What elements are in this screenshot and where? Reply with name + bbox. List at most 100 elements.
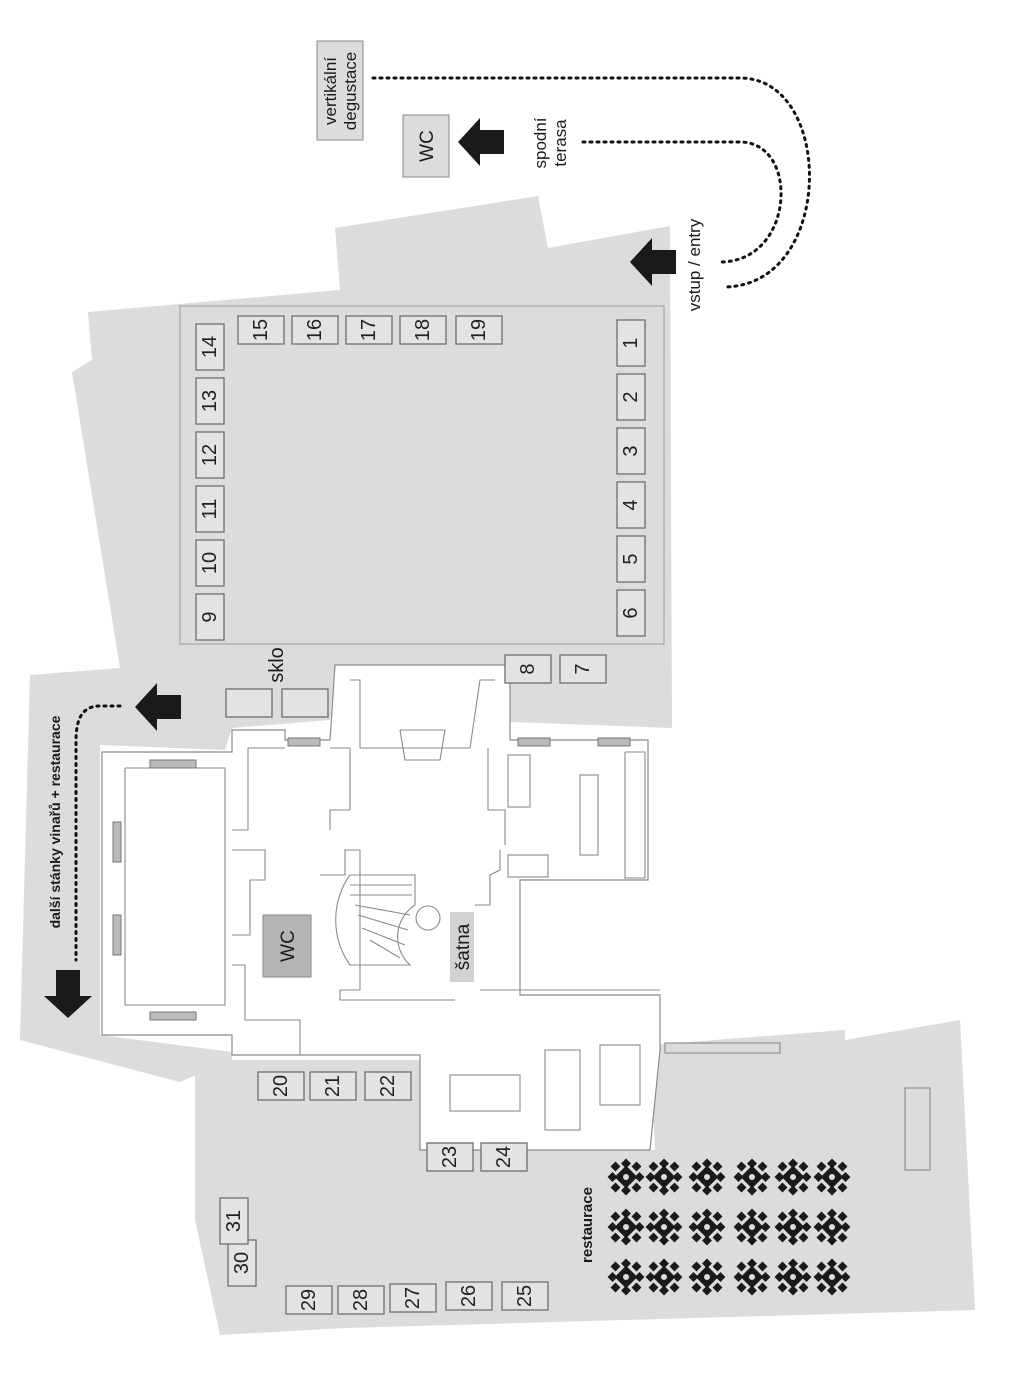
booth-6: 6 bbox=[616, 589, 646, 637]
table-with-chairs-icon bbox=[688, 1258, 726, 1296]
booth-3: 3 bbox=[616, 427, 646, 475]
booth-number: 25 bbox=[514, 1285, 536, 1307]
booth-number: 19 bbox=[468, 319, 490, 341]
booth-number: 6 bbox=[620, 607, 642, 618]
booth-number: 9 bbox=[199, 611, 221, 622]
booth-5: 5 bbox=[616, 535, 646, 583]
booth-16: 16 bbox=[291, 315, 339, 345]
booth-25: 25 bbox=[501, 1281, 549, 1311]
booth-18: 18 bbox=[399, 315, 447, 345]
arrow-down-icon bbox=[44, 970, 92, 1018]
booth-1: 1 bbox=[616, 319, 646, 367]
table-with-chairs-icon bbox=[774, 1158, 812, 1196]
booth-13: 13 bbox=[195, 377, 225, 425]
table-with-chairs-icon bbox=[733, 1208, 771, 1246]
cloakroom-label: šatna bbox=[453, 923, 474, 970]
booth-number: 20 bbox=[270, 1075, 292, 1097]
booth-number: 24 bbox=[493, 1146, 515, 1168]
booth-24: 24 bbox=[480, 1142, 528, 1172]
booth-23: 23 bbox=[426, 1142, 474, 1172]
table-with-chairs-icon bbox=[607, 1158, 645, 1196]
booth-10: 10 bbox=[195, 539, 225, 587]
booth-21: 21 bbox=[309, 1071, 357, 1101]
booth-number: 29 bbox=[298, 1289, 320, 1311]
booth-number: 13 bbox=[199, 390, 221, 412]
vertical-tasting-label-1: vertikální bbox=[321, 57, 340, 125]
glass-stand bbox=[225, 688, 329, 718]
table-with-chairs-icon bbox=[813, 1258, 851, 1296]
lower-terrace-label-2: terasa bbox=[551, 119, 570, 167]
booth-number: 12 bbox=[199, 444, 221, 466]
booth-number: 26 bbox=[458, 1285, 480, 1307]
table-with-chairs-icon bbox=[733, 1258, 771, 1296]
booth-number: 22 bbox=[377, 1075, 399, 1097]
booth-7: 7 bbox=[559, 654, 607, 684]
glass-label: sklo bbox=[266, 647, 288, 683]
booth-number: 30 bbox=[231, 1252, 253, 1274]
table-with-chairs-icon bbox=[607, 1258, 645, 1296]
wc-inner-box: WC bbox=[262, 914, 312, 978]
table-with-chairs-icon bbox=[688, 1208, 726, 1246]
table-with-chairs-icon bbox=[645, 1158, 683, 1196]
booth-9: 9 bbox=[195, 593, 225, 641]
booth-number: 3 bbox=[620, 445, 642, 456]
booth-19: 19 bbox=[455, 315, 503, 345]
booth-2: 2 bbox=[616, 373, 646, 421]
booth-number: 11 bbox=[199, 499, 221, 520]
booth-4: 4 bbox=[616, 481, 646, 529]
booth-20: 20 bbox=[257, 1071, 305, 1101]
booth-30: 30 bbox=[227, 1239, 257, 1287]
booth-number: 21 bbox=[322, 1075, 344, 1097]
vertical-tasting-label-2: degustace bbox=[341, 52, 360, 130]
booth-number: 4 bbox=[620, 499, 642, 510]
table-with-chairs-icon bbox=[688, 1158, 726, 1196]
building-interior bbox=[101, 664, 931, 1171]
wc-top-label: WC bbox=[417, 130, 438, 162]
arrow-left-icon bbox=[458, 118, 504, 166]
booth-31: 31 bbox=[219, 1197, 249, 1245]
vertical-tasting-box: vertikální degustace bbox=[316, 40, 364, 141]
booth-27: 27 bbox=[389, 1283, 437, 1313]
wc-inner-label: WC bbox=[278, 930, 299, 962]
booth-29: 29 bbox=[285, 1285, 333, 1315]
table-with-chairs-icon bbox=[774, 1208, 812, 1246]
booth-number: 2 bbox=[620, 391, 642, 402]
cloakroom-box: šatna bbox=[450, 912, 474, 982]
booth-number: 1 bbox=[620, 337, 642, 348]
booth-11: 11 bbox=[195, 485, 225, 533]
table-with-chairs-icon bbox=[774, 1258, 812, 1296]
table-with-chairs-icon bbox=[733, 1158, 771, 1196]
table-with-chairs-icon bbox=[645, 1208, 683, 1246]
entry-label: vstup / entry bbox=[685, 218, 704, 311]
booth-number: 10 bbox=[199, 552, 221, 574]
booth-26: 26 bbox=[445, 1281, 493, 1311]
booth-12: 12 bbox=[195, 431, 225, 479]
booth-number: 18 bbox=[412, 319, 434, 341]
booth-number: 8 bbox=[517, 663, 539, 674]
booth-17: 17 bbox=[345, 315, 393, 345]
booth-number: 17 bbox=[358, 319, 380, 341]
restaurant-label: restaurace bbox=[579, 1187, 596, 1263]
table-with-chairs-icon bbox=[813, 1158, 851, 1196]
lower-terrace-label-1: spodní bbox=[531, 117, 550, 168]
booth-number: 27 bbox=[402, 1287, 424, 1309]
more-stands-label: další stánky vinařů + restaurace bbox=[47, 715, 63, 928]
table-with-chairs-icon bbox=[813, 1208, 851, 1246]
table-with-chairs-icon bbox=[645, 1258, 683, 1296]
booth-number: 31 bbox=[223, 1210, 245, 1232]
booth-number: 15 bbox=[250, 319, 272, 341]
booth-14: 14 bbox=[195, 323, 225, 371]
booth-number: 23 bbox=[439, 1146, 461, 1168]
booth-number: 28 bbox=[350, 1289, 372, 1311]
wc-top-box: WC bbox=[402, 114, 450, 178]
booth-number: 5 bbox=[620, 553, 642, 564]
booth-number: 16 bbox=[304, 319, 326, 341]
table-with-chairs-icon bbox=[607, 1208, 645, 1246]
route-paths bbox=[74, 76, 811, 962]
booth-number: 7 bbox=[572, 663, 594, 674]
booth-15: 15 bbox=[237, 315, 285, 345]
booth-28: 28 bbox=[337, 1285, 385, 1315]
booth-22: 22 bbox=[364, 1071, 412, 1101]
